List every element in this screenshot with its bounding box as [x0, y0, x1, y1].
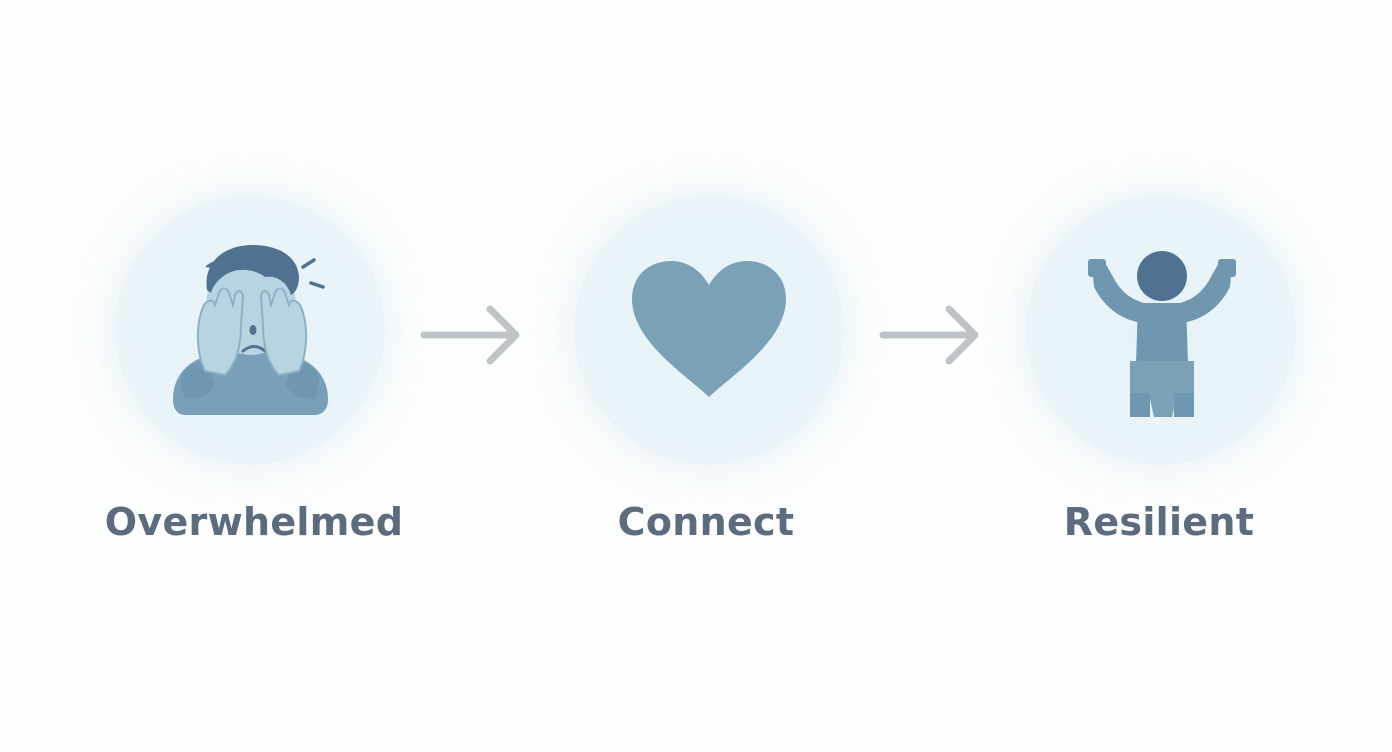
step-connect-circle: [574, 195, 844, 465]
step-resilient-circle: [1026, 195, 1296, 465]
overwhelmed-person-icon: [173, 245, 328, 415]
step-label-resilient: Resilient: [1063, 500, 1255, 544]
arrow-right-icon: [420, 305, 520, 365]
step-label-connect: Connect: [617, 500, 795, 544]
strong-person-icon: [1088, 251, 1236, 417]
arrow-right-icon: [879, 305, 979, 365]
heart-icon: [632, 261, 786, 397]
step-label-overwhelmed: Overwhelmed: [104, 500, 404, 544]
step-overwhelmed-circle: [115, 195, 385, 465]
